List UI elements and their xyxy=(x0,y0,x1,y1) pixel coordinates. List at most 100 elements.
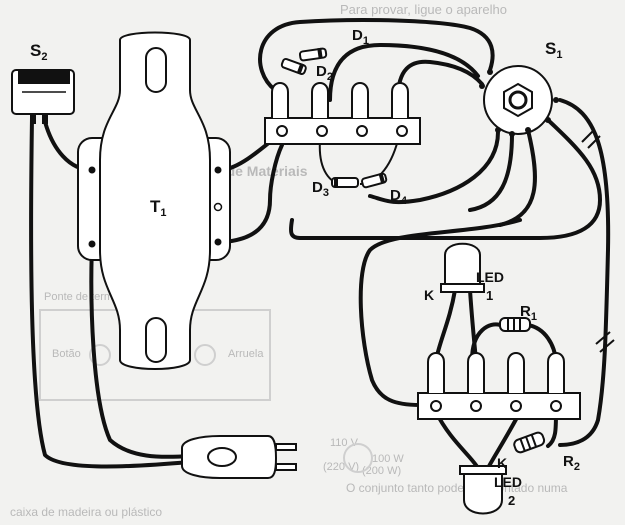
led-2 xyxy=(459,465,507,515)
break-marks xyxy=(581,129,615,353)
bg-text-10: Botão xyxy=(52,348,81,360)
label-led2-num: 2 xyxy=(508,493,515,508)
r2-band-3 xyxy=(530,434,538,448)
terminal-strip-upper xyxy=(264,82,421,145)
diode-d3 xyxy=(331,177,359,188)
upper-screw-4 xyxy=(396,125,408,137)
t1-slot-top xyxy=(145,47,167,93)
bg-text-4: 100 W xyxy=(372,453,404,465)
mains-plug xyxy=(181,435,297,479)
t1-terminal-3 xyxy=(214,166,222,174)
s1-lug-4 xyxy=(509,131,515,137)
bg-knob-2 xyxy=(194,344,216,366)
t1-bracket xyxy=(99,31,211,370)
t1-terminal-4 xyxy=(213,202,223,212)
label-d4: D4 xyxy=(390,187,408,207)
break-mark-4 xyxy=(599,339,615,353)
label-r2: R2 xyxy=(563,453,580,473)
upper-strip-body xyxy=(264,117,421,145)
bg-knob xyxy=(89,344,111,366)
wire-top-loop xyxy=(258,18,495,92)
bg-text-9: Arruela xyxy=(228,348,264,360)
plug-grip xyxy=(207,447,237,467)
transformer-t1 xyxy=(77,31,231,370)
wire-strip-s1-b xyxy=(396,59,484,100)
break-mark-2 xyxy=(587,135,601,149)
wire-led1-k xyxy=(434,288,457,362)
resistors xyxy=(499,317,546,454)
bg-lamp-symbol xyxy=(343,443,373,473)
d3-band xyxy=(334,178,338,187)
label-led2-k: K xyxy=(497,455,507,471)
wire-s1-bottom-strip xyxy=(358,218,522,407)
upper-screw-2 xyxy=(316,125,328,137)
lower-lug-4 xyxy=(547,352,565,393)
lower-screw-2 xyxy=(470,400,482,412)
wire-led2-k xyxy=(434,410,480,470)
label-led2-name: LED xyxy=(494,474,522,490)
label-led1-num: 1 xyxy=(486,288,493,303)
plug-prong-2 xyxy=(275,463,297,471)
s1-lug-3 xyxy=(495,127,501,133)
label-t1: T1 xyxy=(150,197,167,219)
label-led1-name: LED xyxy=(476,269,504,285)
label-r1: R1 xyxy=(520,303,537,323)
s1-lug-2 xyxy=(479,83,485,89)
t1-terminal-1 xyxy=(88,166,96,174)
t1-terminal-5 xyxy=(214,238,222,246)
d4-band xyxy=(378,172,385,184)
led-1 xyxy=(440,242,485,293)
component-labels: S2 S1 T1 D1 D2 D3 D4 R1 R2 LED 1 LED 2 K… xyxy=(30,27,580,508)
break-mark-1 xyxy=(581,129,595,143)
bg-text-11: O conjunto tanto pode ser montado numa xyxy=(346,481,568,495)
bg-text-1: Para provar, ligue o aparelho xyxy=(340,2,507,17)
label-d1: D1 xyxy=(352,27,369,47)
upper-screw-3 xyxy=(356,125,368,137)
lower-screw-4 xyxy=(550,400,562,412)
wire-s1-leg-1 xyxy=(368,130,500,205)
r2-band-2 xyxy=(525,436,532,450)
d1-band xyxy=(317,47,323,59)
s1-lug-5 xyxy=(525,127,531,133)
break-mark-3 xyxy=(595,331,611,345)
wire-s1-leg-2 xyxy=(468,132,514,212)
s1-lug-7 xyxy=(553,97,559,103)
upper-lug-4 xyxy=(391,82,409,118)
wire-s1-leg-4 xyxy=(289,118,602,241)
led1-flange xyxy=(440,283,485,293)
upper-lug-3 xyxy=(351,82,369,118)
label-led1-k: K xyxy=(424,287,434,303)
label-d3: D3 xyxy=(312,179,329,199)
bg-text-5: (200 W) xyxy=(362,465,401,477)
s1-lug-6 xyxy=(545,117,551,123)
diode-d1 xyxy=(298,47,328,62)
led1-body xyxy=(444,242,481,289)
rotary-switch-s1[interactable] xyxy=(479,65,559,137)
led2-body xyxy=(463,473,503,515)
lower-screw-1 xyxy=(430,400,442,412)
s1-lug-1 xyxy=(487,69,493,75)
t1-slot-bottom xyxy=(145,317,167,363)
diodes xyxy=(280,47,388,189)
wire-t1-strip-2 xyxy=(220,143,284,244)
switch-s2[interactable] xyxy=(11,69,75,124)
s2-pin-1 xyxy=(30,114,36,124)
bg-text-12: caixa de madeira ou plástico xyxy=(10,505,162,519)
wire-s2-plug xyxy=(29,116,192,469)
label-d2: D2 xyxy=(316,63,333,83)
s2-rocker xyxy=(18,70,70,84)
upper-screw-1 xyxy=(276,125,288,137)
terminal-strip-lower xyxy=(417,352,581,420)
bg-text-6: 110 V xyxy=(330,437,359,449)
lower-lug-1 xyxy=(427,352,445,393)
s2-pin-2 xyxy=(42,114,48,124)
t1-terminal-2 xyxy=(88,240,96,248)
upper-lug-2 xyxy=(311,82,329,118)
r2-band-1 xyxy=(519,438,526,452)
label-s2: S2 xyxy=(30,41,47,63)
lower-lug-3 xyxy=(507,352,525,393)
d2-band xyxy=(296,63,305,74)
upper-lug-1 xyxy=(271,82,289,118)
